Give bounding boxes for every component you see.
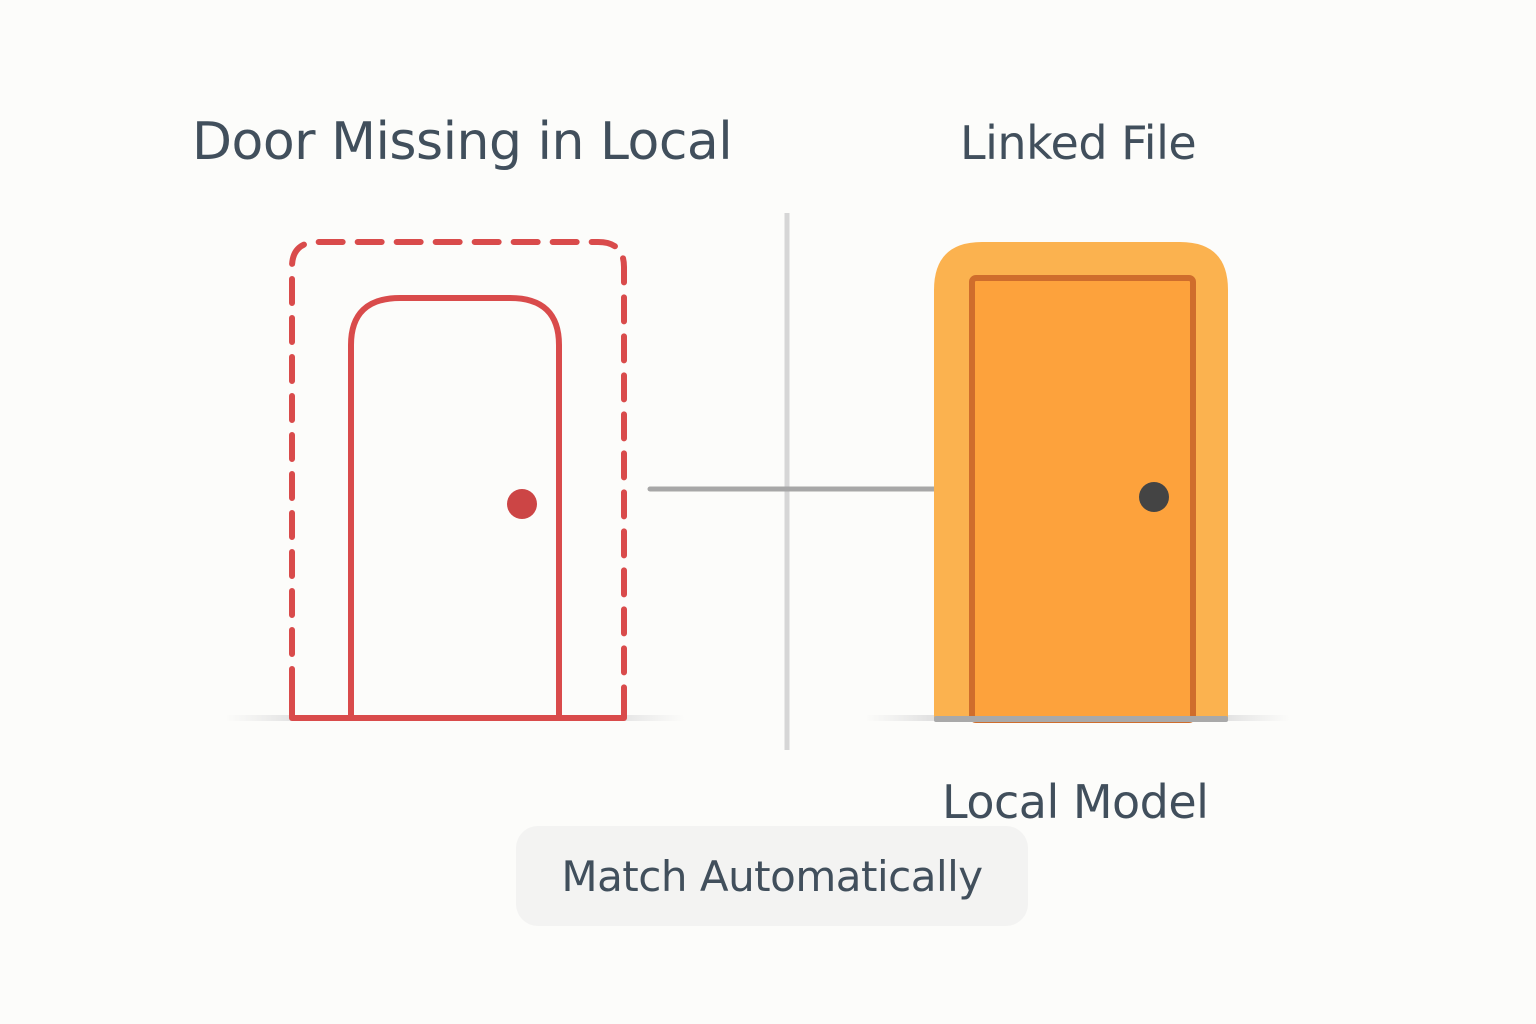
door-knob — [1139, 482, 1169, 512]
missing-in-local-label: Door Missing in Local — [192, 112, 733, 172]
missing-door-base — [289, 690, 627, 721]
missing-door-dashed-boundary — [289, 239, 627, 696]
orange-door-icon — [934, 242, 1228, 723]
match-automatically-button[interactable]: Match Automatically — [516, 826, 1028, 926]
door-threshold — [934, 716, 1228, 722]
local-model-label: Local Model — [942, 775, 1209, 829]
missing-door-outline — [348, 295, 562, 718]
missing-door-outline-icon — [289, 239, 627, 721]
missing-door-knob — [507, 489, 537, 519]
match-automatically-label: Match Automatically — [561, 851, 983, 901]
linked-file-label: Linked File — [960, 116, 1197, 170]
